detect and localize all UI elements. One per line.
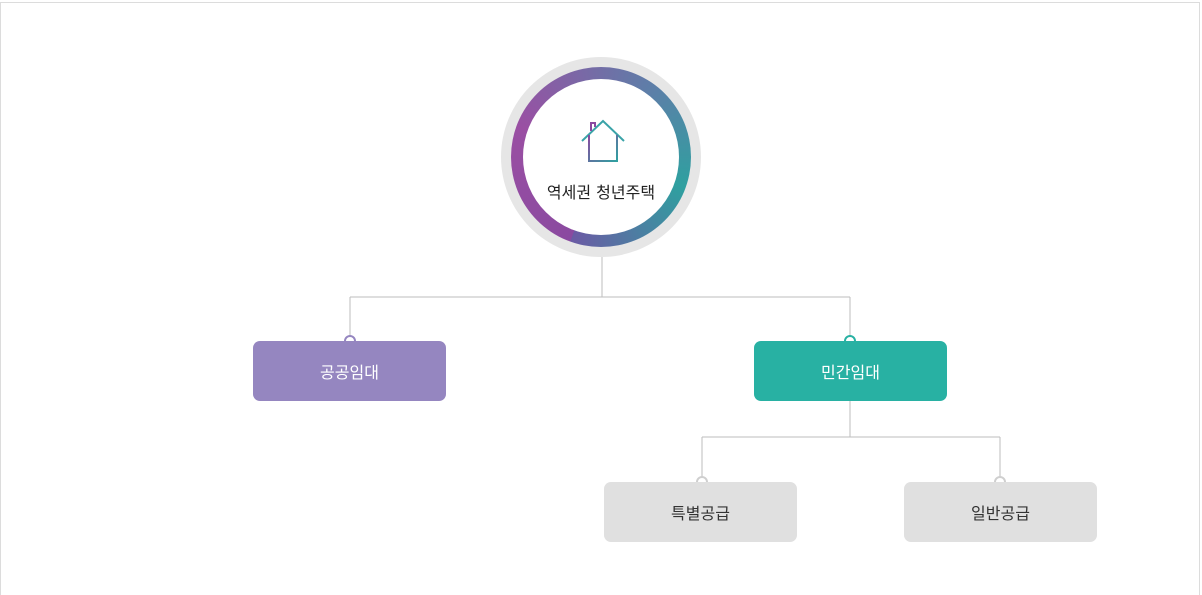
public-rental-node: 공공임대 — [253, 341, 446, 401]
root-node: 역세권 청년주택 — [501, 57, 701, 257]
house-icon — [581, 119, 625, 162]
special-supply-node: 특별공급 — [604, 482, 797, 542]
root-label: 역세권 청년주택 — [546, 183, 656, 202]
general-supply-node: 일반공급 — [904, 482, 1097, 542]
private-rental-node: 민간임대 — [754, 341, 947, 401]
root-ring: 역세권 청년주택 — [511, 67, 691, 247]
root-inner: 역세권 청년주택 — [523, 79, 679, 235]
